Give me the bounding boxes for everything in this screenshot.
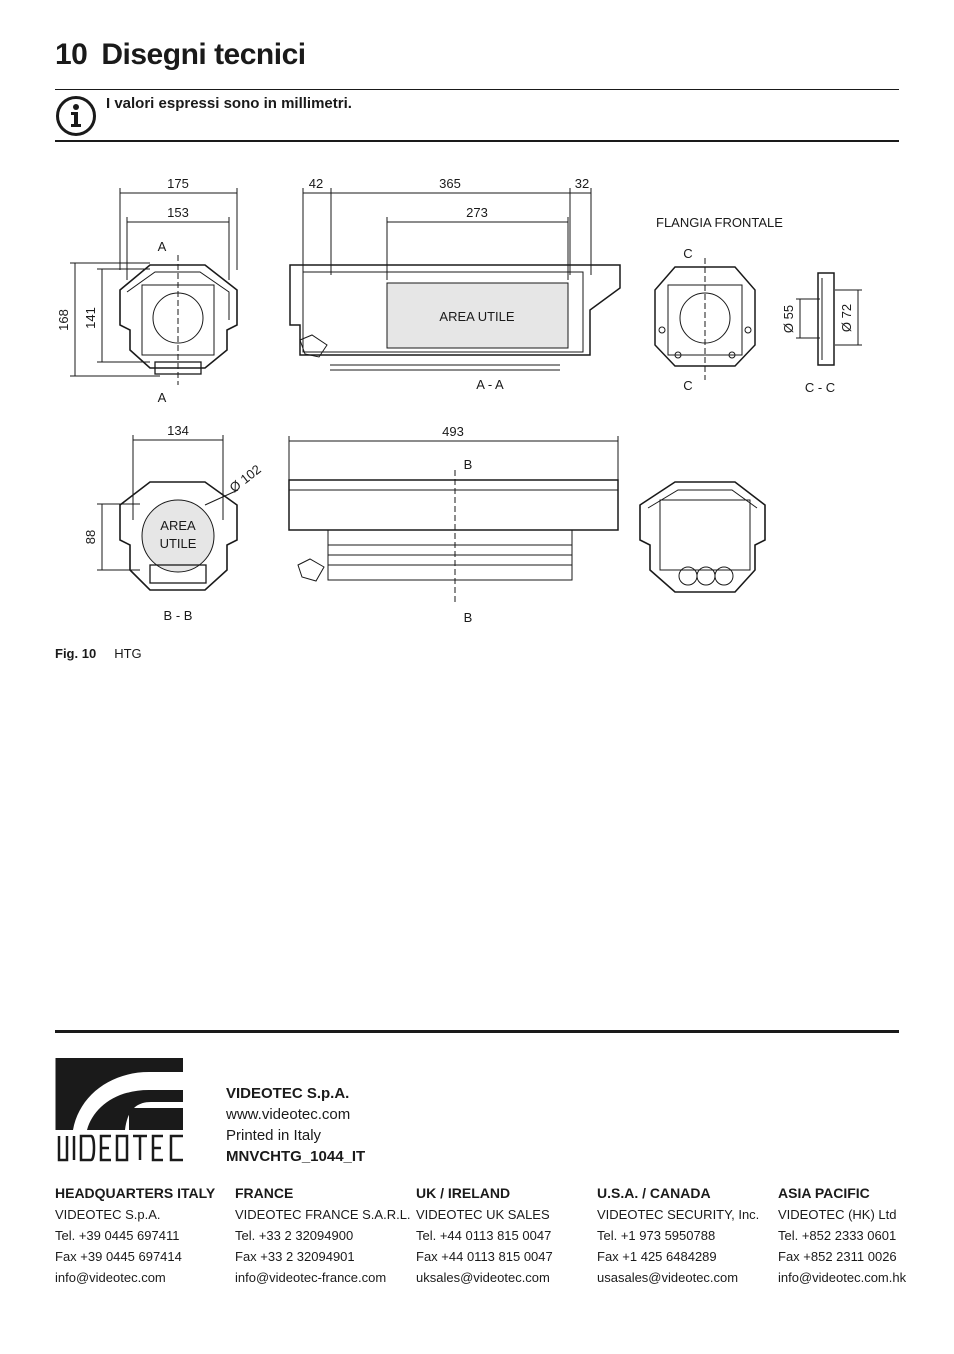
- label-section-b-bottom: B: [464, 610, 473, 625]
- office-heading: FRANCE: [235, 1185, 294, 1201]
- dim-493: 493: [442, 424, 464, 439]
- office-heading: ASIA PACIFIC: [778, 1185, 870, 1201]
- office-france: FRANCE VIDEOTEC FRANCE S.A.R.L. Tel. +33…: [235, 1183, 411, 1288]
- figure-caption: Fig. 10 HTG: [55, 646, 142, 661]
- label-section-c-top: C: [683, 246, 692, 261]
- office-tel: Tel. +852 2333 0601: [778, 1228, 897, 1243]
- office-name: VIDEOTEC UK SALES: [416, 1207, 550, 1222]
- note-rule: [55, 140, 899, 142]
- label-section-aa: A - A: [476, 377, 504, 392]
- label-section-bb: B - B: [164, 608, 193, 623]
- office-usa: U.S.A. / CANADA VIDEOTEC SECURITY, Inc. …: [597, 1183, 759, 1288]
- dim-134: 134: [167, 423, 189, 438]
- dim-153: 153: [167, 205, 189, 220]
- header-rule: [55, 89, 899, 90]
- dim-168: 168: [56, 309, 71, 331]
- section-title: Disegni tecnici: [101, 38, 306, 71]
- office-asia: ASIA PACIFIC VIDEOTEC (HK) Ltd Tel. +852…: [778, 1183, 906, 1288]
- office-name: VIDEOTEC (HK) Ltd: [778, 1207, 897, 1222]
- office-italy: HEADQUARTERS ITALY VIDEOTEC S.p.A. Tel. …: [55, 1183, 215, 1288]
- office-email[interactable]: info@videotec.com: [55, 1270, 166, 1285]
- section-number: 10: [55, 38, 88, 71]
- company-name: VIDEOTEC S.p.A.: [226, 1085, 350, 1102]
- offices-list: HEADQUARTERS ITALY VIDEOTEC S.p.A. Tel. …: [55, 1183, 915, 1303]
- label-flangia-frontale: FLANGIA FRONTALE: [656, 215, 783, 230]
- dim-141: 141: [83, 307, 98, 329]
- label-section-a-top: A: [158, 239, 167, 254]
- office-name: VIDEOTEC SECURITY, Inc.: [597, 1207, 760, 1222]
- footer-rule: [55, 1030, 899, 1033]
- office-fax: Fax +852 2311 0026: [778, 1249, 897, 1264]
- technical-drawing: 175 153 168 141 A A 42 365 32 273 AREA U…: [56, 176, 862, 625]
- label-section-cc: C - C: [805, 380, 835, 395]
- dim-273: 273: [466, 205, 488, 220]
- office-tel: Tel. +33 2 32094900: [235, 1228, 354, 1243]
- office-email[interactable]: info@videotec-france.com: [235, 1270, 387, 1285]
- dim-32: 32: [575, 176, 589, 191]
- company-website[interactable]: www.videotec.com: [226, 1106, 351, 1123]
- label-area-utile-line2: UTILE: [160, 536, 197, 551]
- office-tel: Tel. +1 973 5950788: [597, 1228, 716, 1243]
- dim-365: 365: [439, 176, 461, 191]
- office-name: VIDEOTEC S.p.A.: [55, 1207, 161, 1222]
- page-title: 10 Disegni tecnici: [55, 38, 306, 72]
- printed-info: Printed in Italy: [226, 1127, 322, 1144]
- office-email[interactable]: uksales@videotec.com: [416, 1270, 550, 1285]
- office-tel: Tel. +44 0113 815 0047: [416, 1228, 552, 1243]
- videotec-logo: [55, 1056, 188, 1162]
- office-tel: Tel. +39 0445 697411: [55, 1228, 180, 1243]
- label-section-c-bottom: C: [683, 378, 692, 393]
- figure-label: Fig. 10: [55, 646, 97, 661]
- dim-42: 42: [309, 176, 323, 191]
- label-section-b-top: B: [464, 457, 473, 472]
- office-heading: U.S.A. / CANADA: [597, 1185, 711, 1201]
- office-fax: Fax +39 0445 697414: [55, 1249, 182, 1264]
- office-name: VIDEOTEC FRANCE S.A.R.L.: [235, 1207, 411, 1222]
- office-uk: UK / IRELAND VIDEOTEC UK SALES Tel. +44 …: [416, 1183, 553, 1288]
- office-email[interactable]: info@videotec.com.hk: [778, 1270, 907, 1285]
- label-area-utile-line1: AREA: [160, 518, 196, 533]
- company-info: VIDEOTEC S.p.A. www.videotec.com Printed…: [226, 1083, 365, 1167]
- doc-code: MNVCHTG_1044_IT: [226, 1148, 366, 1165]
- office-fax: Fax +44 0113 815 0047: [416, 1249, 553, 1264]
- dim-88: 88: [83, 530, 98, 544]
- note-text: I valori espressi sono in millimetri.: [106, 95, 352, 112]
- office-fax: Fax +33 2 32094901: [235, 1249, 355, 1264]
- office-heading: UK / IRELAND: [416, 1185, 511, 1201]
- office-heading: HEADQUARTERS ITALY: [55, 1185, 216, 1201]
- label-section-a-bottom: A: [158, 390, 167, 405]
- office-email[interactable]: usasales@videotec.com: [597, 1270, 739, 1285]
- info-icon: [56, 96, 96, 136]
- office-fax: Fax +1 425 6484289: [597, 1249, 717, 1264]
- dim-175: 175: [167, 176, 189, 191]
- figure-text: HTG: [114, 646, 142, 661]
- label-area-utile: AREA UTILE: [439, 309, 514, 324]
- dim-d72: Ø 72: [839, 304, 854, 332]
- dim-d55: Ø 55: [781, 305, 796, 333]
- dim-d102: Ø 102: [227, 462, 264, 496]
